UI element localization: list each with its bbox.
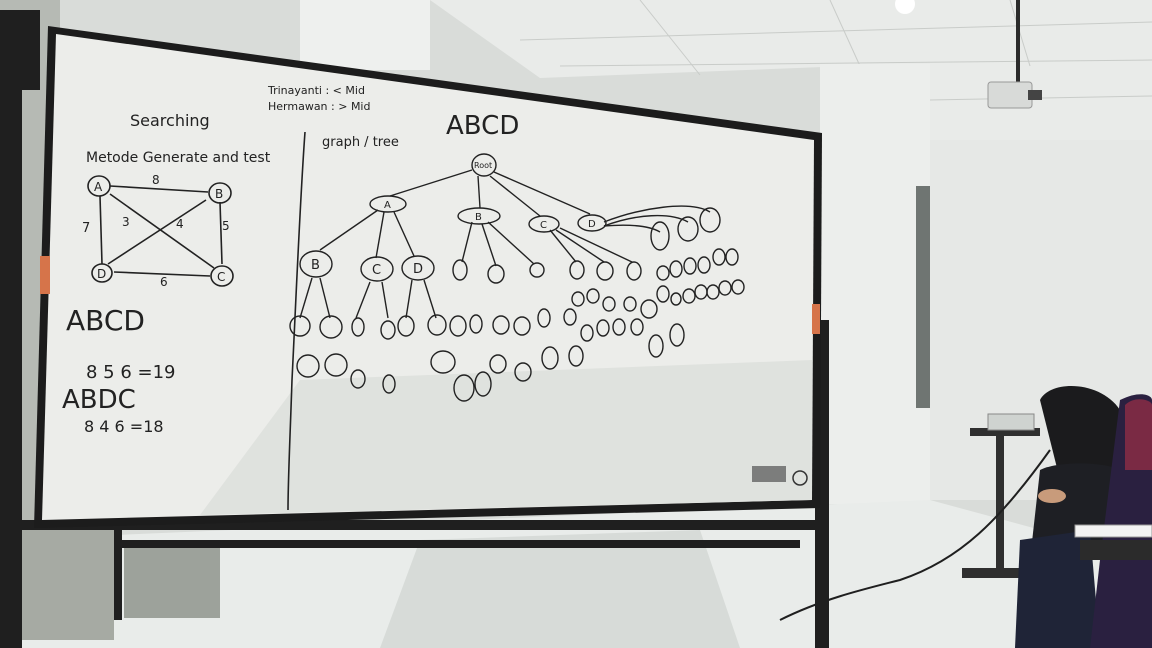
graph-diagram	[87, 175, 234, 287]
floor-reflection	[380, 530, 740, 648]
graph-weight-bd: 4	[176, 217, 184, 231]
graph-weight-ab: 8	[152, 173, 160, 187]
back-wall	[820, 64, 930, 504]
ceiling-light	[895, 0, 915, 14]
graph-node-d: D	[97, 267, 106, 281]
graph-weight-dc: 6	[160, 275, 168, 289]
side-table	[962, 413, 1040, 578]
graph-node-c: C	[217, 270, 225, 284]
projector	[987, 0, 1042, 109]
tree-node-a-d: D	[413, 262, 423, 277]
tree-node-b: B	[475, 212, 482, 223]
tree-root: Root	[474, 161, 492, 170]
note-name2: Hermawan : > Mid	[268, 100, 370, 113]
board-divider	[287, 131, 306, 511]
tree-node-a: A	[384, 200, 391, 211]
note-name1: Trinayanti : < Mid	[267, 84, 365, 97]
graph-node-a: A	[94, 180, 103, 194]
note-path2: ABDC	[62, 385, 136, 415]
window-glass	[22, 530, 114, 640]
desk-papers	[1074, 524, 1152, 560]
tree-node-a-c: C	[372, 263, 381, 278]
tree-node-c: C	[540, 220, 547, 231]
note-path1-costs: 8 5 6 =19	[86, 362, 176, 383]
pillar	[300, 0, 430, 70]
note-title: Searching	[130, 111, 210, 130]
note-abcd-top: ABCD	[446, 111, 519, 141]
student-second	[1090, 394, 1152, 648]
board-logo	[792, 470, 808, 486]
board-clip-left	[40, 256, 50, 294]
door	[916, 186, 930, 408]
graph-node-b: B	[215, 187, 223, 201]
graph-weight-bc: 5	[222, 219, 230, 233]
tree-node-d: D	[588, 219, 596, 230]
note-path2-costs: 8 4 6 =18	[84, 417, 164, 436]
ceiling	[430, 0, 1152, 140]
tree-diagram	[289, 153, 745, 402]
note-method: Metode Generate and test	[86, 150, 271, 166]
board-clip-right	[812, 304, 820, 334]
board-sticker	[752, 466, 786, 482]
note-graph-tree: graph / tree	[322, 135, 399, 150]
whiteboard-smudge	[200, 360, 812, 515]
note-path1: ABCD	[66, 304, 145, 337]
graph-weight-ac: 3	[122, 215, 130, 229]
tree-node-a-b: B	[311, 258, 320, 273]
graph-weight-ad: 7	[82, 221, 90, 236]
window-glass-2	[124, 548, 220, 618]
